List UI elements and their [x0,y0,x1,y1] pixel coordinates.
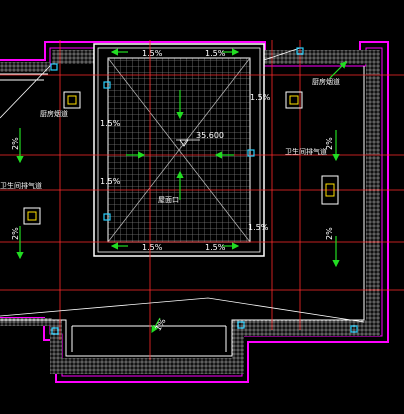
vent-symbols [23,91,339,225]
side-slope-left-b: 2% [11,227,20,240]
drain-marker [350,325,358,333]
drain-marker [51,327,59,335]
central-roof-box [93,43,265,257]
slope-label-right-upper: 1.5% [250,93,271,102]
drain-lines [0,47,365,323]
slope-label-top-left: 1.5% [142,49,163,58]
slope-label-bottom-diag: 1% [153,317,167,333]
flue-right [285,91,303,109]
slope-label-bottom-right: 1.5% [205,243,226,252]
side-slope-right-a: 2% [325,137,334,150]
roof-drains [50,47,358,335]
label-vent-left: 卫生间排气道 [0,181,42,190]
label-vent-right: 卫生间排气道 [285,147,327,156]
label-equipment-right: 厨房烟道 [312,77,340,86]
label-roof-center: 屋面口 [158,196,179,204]
label-equipment-left: 厨房烟道 [40,109,68,118]
drain-marker [103,81,111,89]
vent-right [321,175,339,205]
slope-arrows [16,48,347,334]
drain-marker [296,47,304,55]
inner-walls [0,66,365,357]
slope-label-right-lower: 1.5% [248,223,269,232]
flue-left [63,91,81,109]
slope-label-bottom-left: 1.5% [142,243,163,252]
slope-label-top-right: 1.5% [205,49,226,58]
drain-marker [247,149,255,157]
side-slope-right-b: 2% [325,227,334,240]
drain-marker [103,213,111,221]
drain-marker [237,321,245,329]
slope-label-left-lower: 1.5% [100,177,121,186]
elevation-label: 35.600 [196,131,224,140]
vent-left [23,207,41,225]
side-slope-left-a: 2% [11,137,20,150]
drain-marker [50,63,58,71]
slope-label-left-upper: 1.5% [100,119,121,128]
elevation-marker [176,139,200,147]
